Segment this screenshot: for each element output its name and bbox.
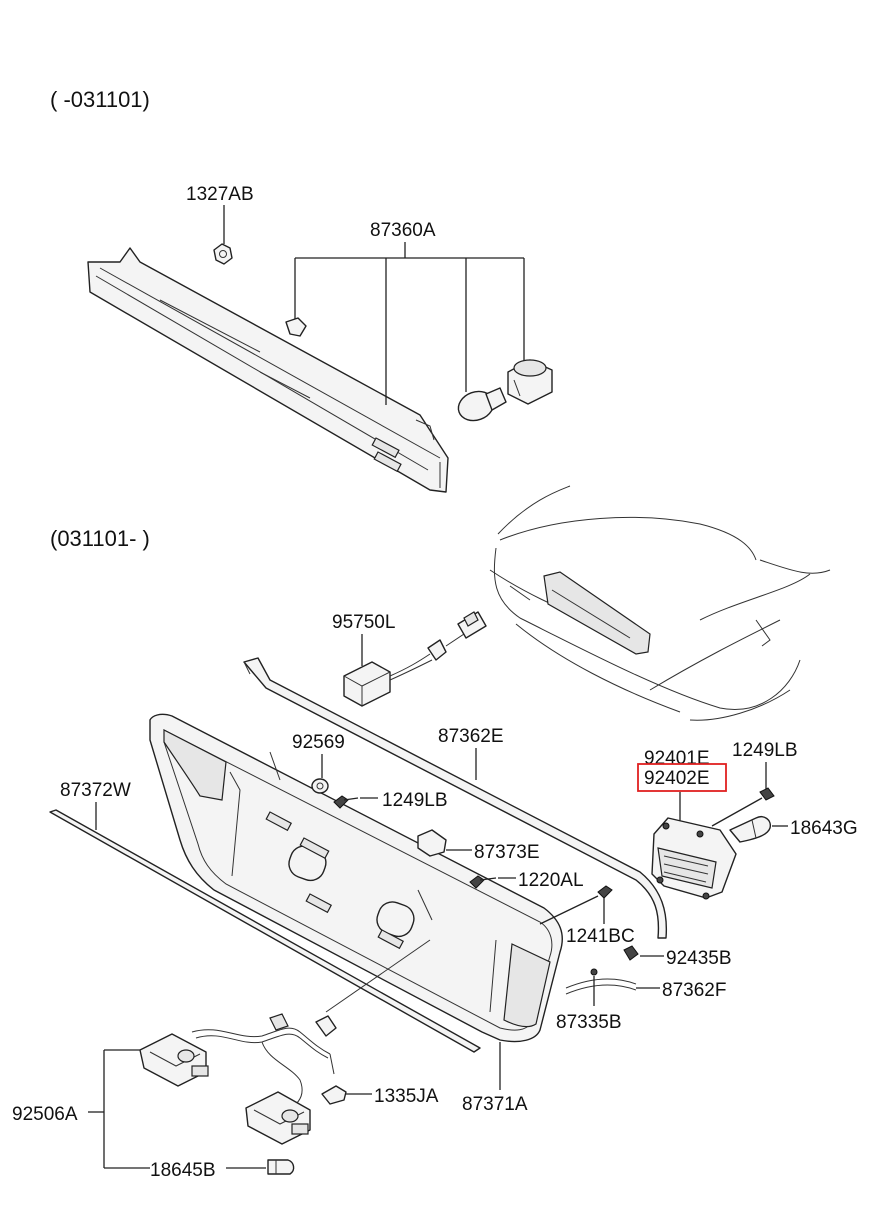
leader-92506A xyxy=(88,1049,150,1169)
screw-1249LB-right xyxy=(711,787,775,827)
section-label-top: ( -031101) xyxy=(50,87,150,112)
label-1249LB-right: 1249LB xyxy=(732,740,798,761)
label-87362E: 87362E xyxy=(438,726,504,747)
bulb-top xyxy=(457,387,507,422)
label-87360A: 87360A xyxy=(370,220,436,241)
label-87335B: 87335B xyxy=(556,1012,622,1033)
label-87372W: 87372W xyxy=(60,780,131,801)
label-1335JA: 1335JA xyxy=(374,1086,439,1107)
license-lamp-assembly xyxy=(651,817,737,900)
grommet-92435B xyxy=(623,945,639,961)
label-87371A: 87371A xyxy=(462,1094,528,1115)
license-lamp-1 xyxy=(139,1033,209,1087)
section-label-bottom: (031101- ) xyxy=(50,526,150,551)
label-87362F: 87362F xyxy=(662,980,726,1001)
wiring-harness xyxy=(191,939,431,1105)
label-1220AL: 1220AL xyxy=(518,870,584,891)
leader-87360A xyxy=(294,242,525,405)
molding-strip-87362F xyxy=(565,968,637,995)
label-1241BC: 1241BC xyxy=(566,926,635,947)
highlight-box-92402E xyxy=(637,763,727,792)
screw-1241BC xyxy=(539,885,613,925)
bulb-18643G xyxy=(729,816,771,843)
pad-87373E xyxy=(417,829,447,857)
label-95750L: 95750L xyxy=(332,612,395,633)
nut-1327AB xyxy=(213,243,233,265)
label-1327AB: 1327AB xyxy=(186,184,254,205)
label-92569: 92569 xyxy=(292,732,345,753)
parking-sensor-module xyxy=(343,611,487,707)
label-87373E: 87373E xyxy=(474,842,540,863)
label-1249LB-left: 1249LB xyxy=(382,790,448,811)
molding-strip-87372W xyxy=(49,809,481,1053)
screw-1220AL xyxy=(469,875,497,889)
label-92402E: 92402E xyxy=(644,768,710,789)
vehicle-rear-sketch xyxy=(489,485,831,721)
bulb-18645B xyxy=(267,1159,295,1175)
molding-strip-87362E xyxy=(243,657,668,939)
label-92506A: 92506A xyxy=(12,1104,78,1125)
garnish-panel-87371A xyxy=(149,713,563,1043)
clip xyxy=(285,317,307,337)
socket-top xyxy=(507,359,553,405)
label-18645B: 18645B xyxy=(150,1160,216,1181)
screw-1249LB-left xyxy=(333,795,359,809)
license-lamp-2 xyxy=(245,1091,311,1145)
label-92435B: 92435B xyxy=(666,948,732,969)
clip-1335JA xyxy=(321,1085,347,1105)
label-92401E: 92401E xyxy=(644,748,710,769)
grommet-92569 xyxy=(311,778,329,794)
label-18643G: 18643G xyxy=(790,818,858,839)
garnish-strip xyxy=(87,247,449,493)
